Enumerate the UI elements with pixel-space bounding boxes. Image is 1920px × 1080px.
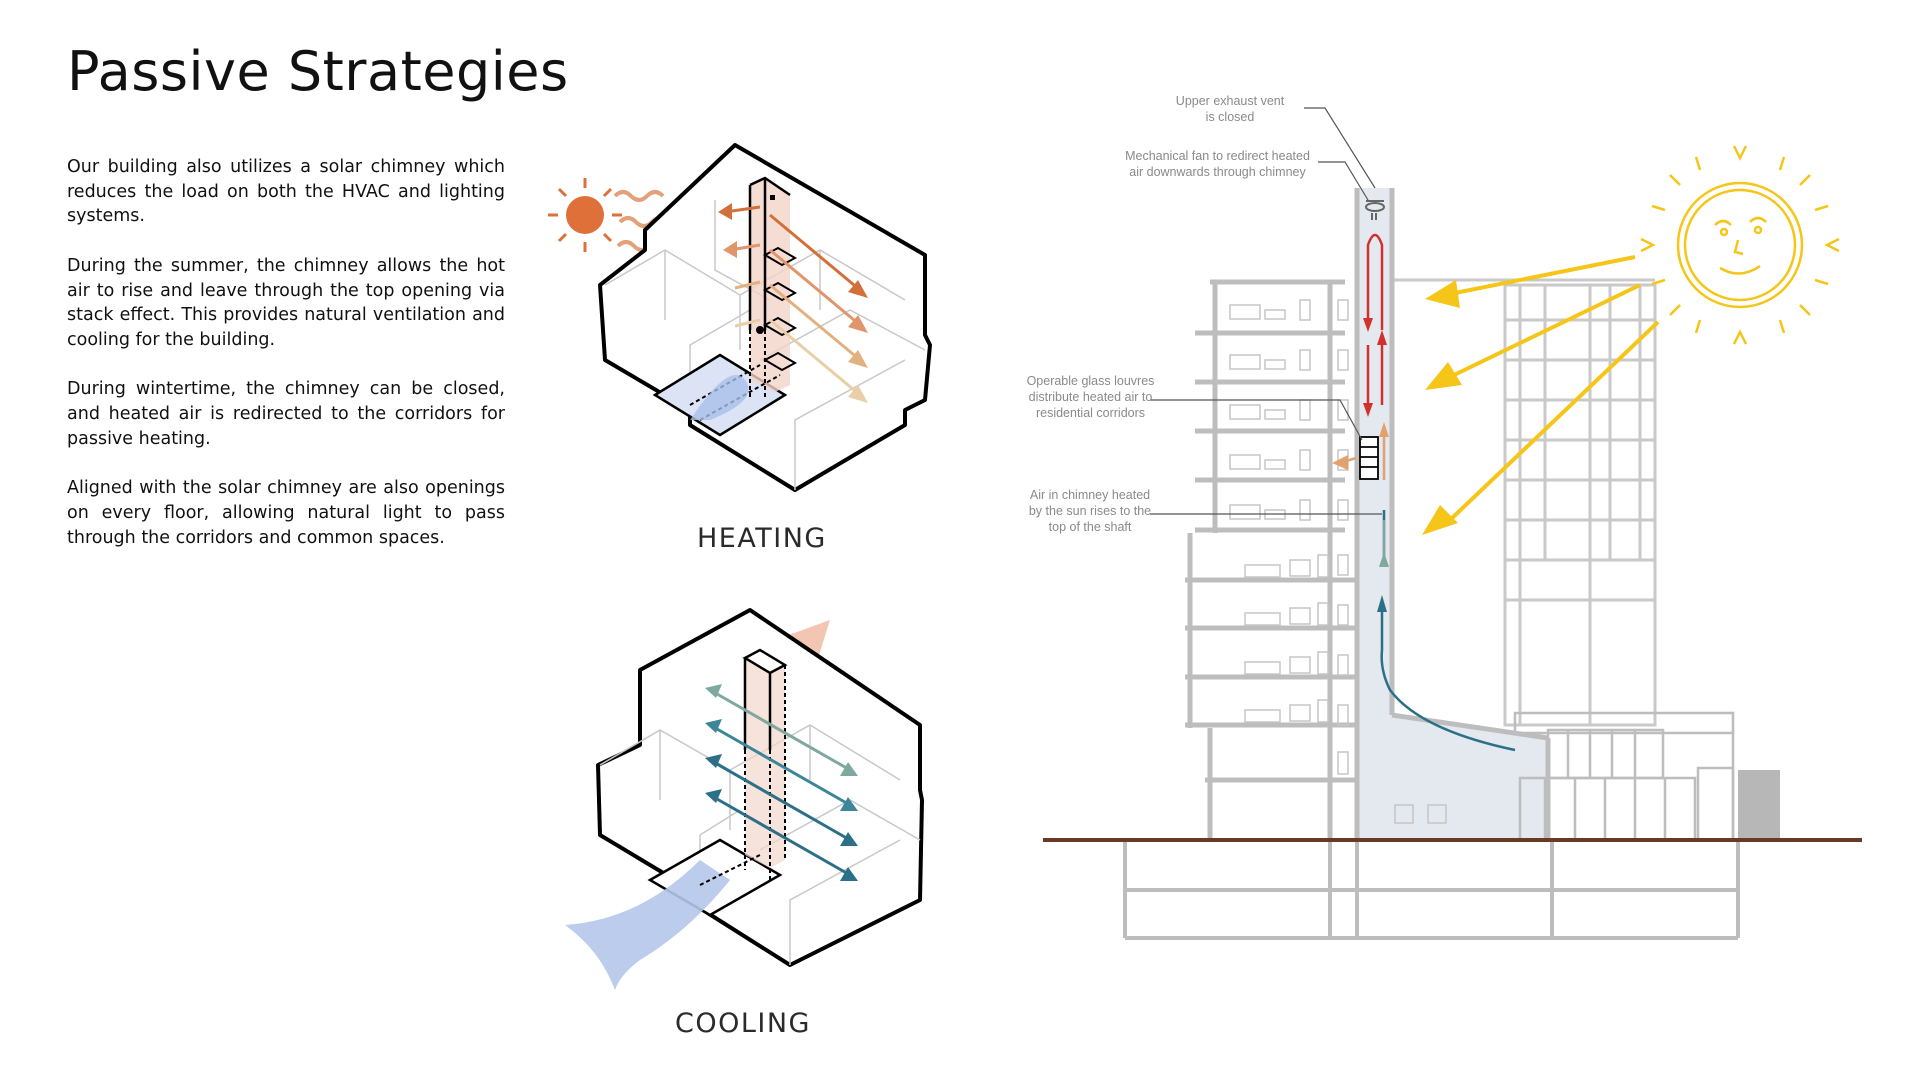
cooling-arrowheads bbox=[705, 684, 858, 881]
paragraph-daylight: Aligned with the solar chimney are also … bbox=[67, 478, 505, 548]
annotation-line: by the sun rises to the bbox=[1028, 504, 1152, 518]
downflow-arrowheads bbox=[1363, 318, 1387, 417]
sun-sketch-icon bbox=[1640, 145, 1840, 345]
heating-floor-plate bbox=[652, 353, 788, 437]
cooling-cool-air-inflow bbox=[565, 860, 730, 990]
paragraph-summer: During the summer, the chimney allows th… bbox=[67, 255, 505, 350]
annotation-line: is closed bbox=[1205, 110, 1255, 124]
rise-arrowhead bbox=[1379, 422, 1389, 437]
paragraph-solar-chimney: Our building also utilizes a solar chimn… bbox=[67, 157, 505, 227]
teal-arrowhead-lower bbox=[1377, 595, 1387, 612]
annotation-line: Air in chimney heated bbox=[1029, 488, 1151, 502]
paragraph-winter: During wintertime, the chimney can be cl… bbox=[67, 379, 505, 449]
heating-heat-waves bbox=[613, 190, 670, 252]
background-tower bbox=[1385, 278, 1657, 727]
heating-chimney bbox=[689, 176, 791, 421]
heating-building-outline bbox=[598, 143, 932, 492]
heating-air-arrows bbox=[724, 205, 861, 397]
operable-louvres-icon bbox=[1359, 436, 1379, 480]
heating-sun-icon bbox=[548, 178, 622, 252]
podium-building bbox=[1513, 711, 1735, 842]
cooling-chimney bbox=[699, 648, 788, 886]
solar-chimney-shaft bbox=[1357, 188, 1548, 838]
cooling-hot-air-exhaust bbox=[765, 620, 830, 690]
teal-arrowhead-upper bbox=[1379, 552, 1389, 567]
cooling-floor-plate bbox=[647, 838, 783, 917]
annotation-line: Operable glass louvres bbox=[1026, 374, 1155, 388]
heating-corridor-openings bbox=[762, 246, 798, 372]
cooling-internal-lines bbox=[599, 724, 921, 965]
podium-shaded-wall bbox=[1738, 770, 1780, 838]
annotation-line: top of the shaft bbox=[1048, 520, 1132, 534]
rising-air-arrows bbox=[1380, 510, 1516, 752]
heating-cool-air-inflow bbox=[690, 375, 749, 420]
louvre-outflow-arrowhead bbox=[1332, 455, 1348, 470]
basement-structure bbox=[1123, 842, 1740, 940]
sun-ray-arrowheads bbox=[1422, 280, 1462, 535]
annotation-line: Upper exhaust vent bbox=[1175, 94, 1285, 108]
heated-air-downflow-arrows bbox=[1366, 233, 1384, 405]
cooling-caption: COOLING bbox=[675, 1008, 811, 1039]
annotation-line: air downwards through chimney bbox=[1129, 165, 1306, 179]
annotation-line: distribute heated air to bbox=[1028, 390, 1153, 404]
annotation-mechanical-fan: Mechanical fan to redirect heated air do… bbox=[1105, 148, 1330, 180]
heating-arrowheads bbox=[718, 203, 868, 403]
annotation-glass-louvres: Operable glass louvres distribute heated… bbox=[1008, 373, 1173, 421]
cooling-air-arrows bbox=[709, 688, 851, 877]
cooling-building-outline bbox=[596, 608, 924, 967]
description-text: Our building also utilizes a solar chimn… bbox=[67, 155, 505, 575]
apartment-interiors bbox=[1229, 299, 1447, 824]
annotation-air-heated: Air in chimney heated by the sun rises t… bbox=[1010, 487, 1170, 535]
sun-ray-arrows bbox=[1448, 255, 1660, 522]
page-title: Passive Strategies bbox=[67, 40, 569, 103]
annotation-upper-exhaust-vent: Upper exhaust vent is closed bbox=[1150, 93, 1310, 125]
heated-air-rise-arrows bbox=[1339, 435, 1386, 480]
annotation-line: Mechanical fan to redirect heated bbox=[1125, 149, 1310, 163]
heating-caption: HEATING bbox=[697, 523, 827, 554]
annotation-line: residential corridors bbox=[1035, 406, 1146, 420]
main-building-section bbox=[1185, 188, 1551, 840]
mechanical-fan-icon bbox=[1365, 200, 1385, 220]
heating-internal-lines bbox=[604, 200, 926, 490]
